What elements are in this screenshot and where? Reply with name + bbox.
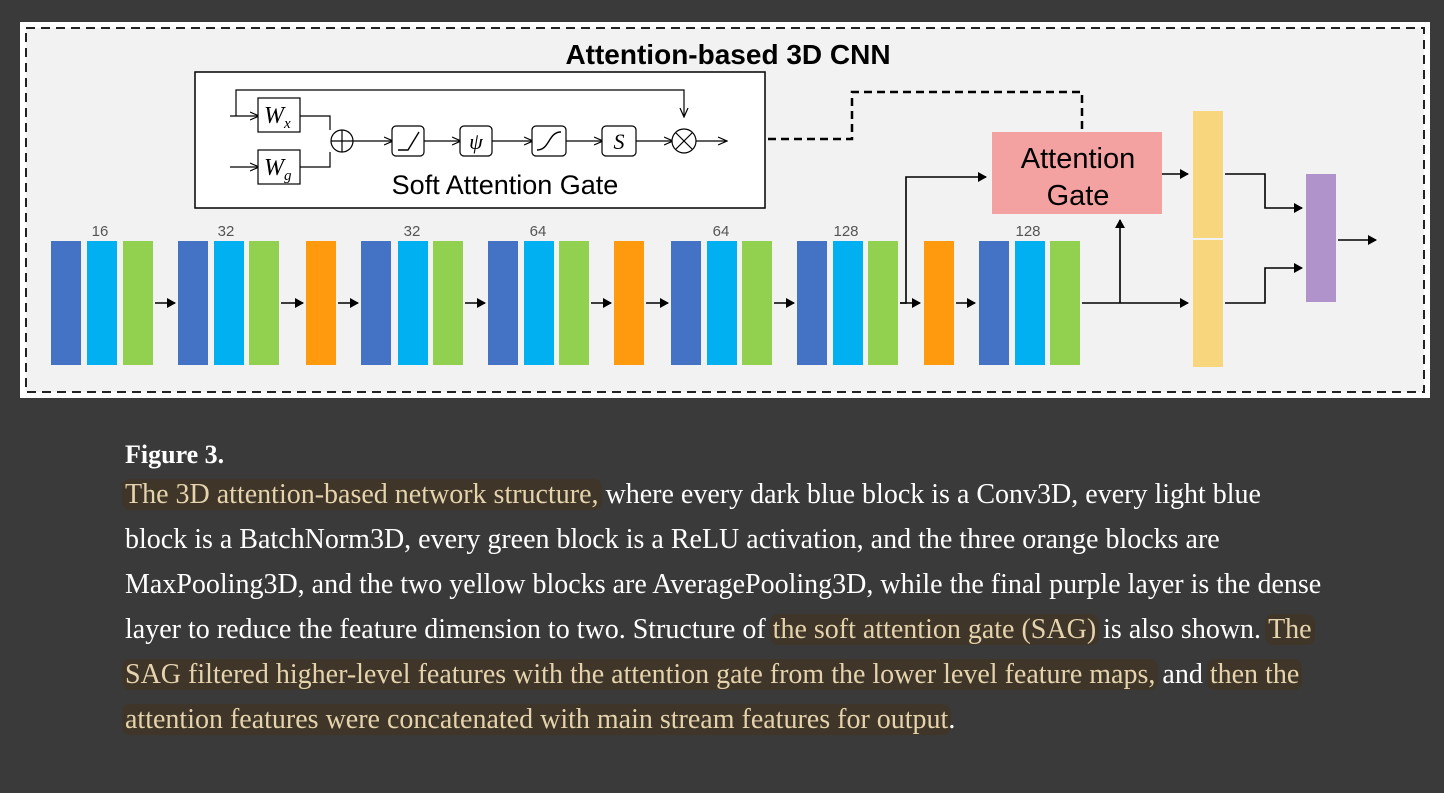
caption-text: The 3D attention-based network structure… (122, 472, 1325, 742)
skip-connection-line (235, 89, 684, 116)
maxpool-block-1 (306, 241, 336, 365)
relu-box (391, 125, 425, 157)
channel-label: 16 (92, 223, 109, 240)
conv-block-5 (671, 241, 772, 365)
channel-label: 32 (404, 223, 421, 240)
avgpool-block-2 (1193, 240, 1223, 367)
channel-label: 64 (530, 223, 547, 240)
conv-block-1 (51, 241, 153, 365)
wg-to-adder-line (300, 152, 331, 168)
dense-layer-block (1306, 174, 1336, 302)
maxpool-block-3 (924, 241, 954, 365)
relu-icon (398, 131, 420, 151)
wg-box (257, 149, 301, 185)
diagram-title: Attention-based 3D CNN (565, 39, 890, 70)
wg-symbol: Wg (264, 155, 292, 184)
caption-segment: . (948, 704, 956, 735)
adder-icon (330, 129, 354, 153)
highlight-segment: the soft attention gate (SAG) (769, 614, 1100, 645)
soft-attention-gate-label: Soft Attention Gate (392, 170, 619, 200)
caption-segment: and (1155, 659, 1210, 690)
conv-block-6 (797, 241, 898, 365)
avgpool2-to-dense-arrow (1225, 263, 1303, 304)
dashed-gate-connector (768, 90, 1084, 141)
s-symbol: S (614, 129, 625, 154)
sigmoid-curve-icon (536, 131, 562, 151)
channel-label: 128 (1015, 223, 1040, 240)
attention-gate-label-line2: Gate (1047, 180, 1110, 212)
channel-label: 128 (833, 223, 858, 240)
figure-panel: Attention-based 3D CNN Wx Wg ψ (20, 22, 1430, 398)
multiplier-icon (671, 128, 697, 154)
avgpool1-to-dense-arrow (1225, 173, 1303, 213)
conv-block-4 (488, 241, 589, 365)
highlight-segment: The 3D attention-based network structure… (122, 479, 602, 510)
figure-caption: Figure 3. The 3D attention-based network… (122, 440, 1325, 742)
caption-segment: where every dark blue block is a Conv3D,… (125, 479, 1322, 645)
maxpool-block-2 (614, 241, 644, 365)
conv-block-3 (361, 241, 463, 365)
network-diagram: Attention-based 3D CNN Wx Wg ψ (25, 27, 1425, 393)
wx-box (257, 97, 301, 133)
attention-gate-box (992, 132, 1162, 214)
channel-label: 32 (218, 223, 235, 240)
wx-to-adder-line (300, 115, 331, 130)
conv-block-7 (979, 241, 1080, 365)
attention-gate-label-line1: Attention (1021, 143, 1135, 175)
conv-block-2 (178, 241, 279, 365)
caption-segment: is also shown. (1096, 614, 1269, 645)
channel-label: 64 (713, 223, 730, 240)
figure-label: Figure 3. (125, 440, 225, 469)
psi-symbol: ψ (469, 129, 483, 154)
avgpool-block-1 (1193, 111, 1223, 238)
wx-symbol: Wx (264, 103, 291, 132)
